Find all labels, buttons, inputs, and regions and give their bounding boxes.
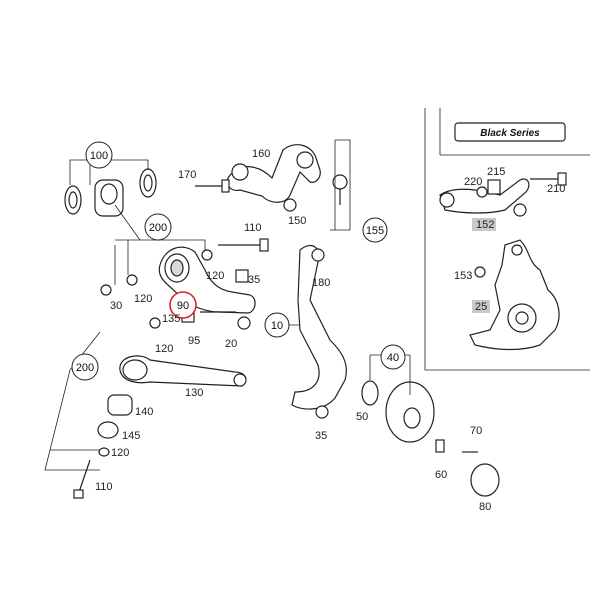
wheel-hub-center bbox=[403, 407, 421, 429]
washer-left-hole bbox=[68, 191, 78, 209]
inset-steering-knuckle bbox=[469, 239, 560, 351]
callout-200a-text: 200 bbox=[149, 222, 167, 234]
inset-knuckle-joint bbox=[511, 244, 523, 256]
callout-155-text: 155 bbox=[366, 225, 384, 237]
label-152: 152 bbox=[476, 219, 494, 231]
washer-120-a bbox=[201, 249, 213, 261]
nut-135 bbox=[149, 317, 161, 329]
label-170: 170 bbox=[178, 169, 196, 181]
series-label: Black Series bbox=[480, 128, 540, 139]
seal-50 bbox=[361, 380, 379, 406]
nut-35 bbox=[235, 269, 249, 283]
bushing-140 bbox=[107, 394, 133, 416]
label-25: 25 bbox=[475, 301, 487, 313]
callout-100 bbox=[85, 141, 113, 169]
callout-10 bbox=[264, 312, 290, 338]
label-60: 60 bbox=[435, 469, 447, 481]
callout-40 bbox=[380, 344, 406, 370]
strut-ball-end bbox=[233, 373, 247, 387]
ball-joint-20 bbox=[237, 316, 251, 330]
label-110b: 110 bbox=[95, 481, 113, 493]
label-135: 135 bbox=[162, 313, 180, 325]
washer-right-hole bbox=[143, 174, 153, 192]
label-153: 153 bbox=[454, 270, 472, 282]
part-labels: 160 170 150 110 120 35 30 120 180 135 95… bbox=[95, 148, 565, 513]
label-95: 95 bbox=[188, 335, 200, 347]
callout-40-text: 40 bbox=[387, 352, 399, 364]
knuckle-top-joint bbox=[311, 248, 325, 262]
label-120d: 120 bbox=[111, 447, 129, 459]
wishbone-bushing-core bbox=[170, 259, 184, 277]
bolt-110-b-head bbox=[73, 489, 84, 499]
part-30 bbox=[100, 284, 112, 296]
upper-arm-bushing-a bbox=[231, 163, 249, 181]
label-140: 140 bbox=[135, 406, 153, 418]
upper-arm-ball-joint bbox=[283, 198, 297, 212]
inset-nut-153 bbox=[474, 266, 486, 278]
inset-bushing bbox=[439, 192, 455, 208]
callout-90-highlighted bbox=[169, 291, 197, 319]
label-215: 215 bbox=[487, 166, 505, 178]
inset-washer-220 bbox=[476, 186, 488, 198]
label-30: 30 bbox=[110, 300, 122, 312]
callouts: 100 200 155 90 10 200 40 bbox=[71, 141, 406, 381]
label-110a: 110 bbox=[244, 222, 262, 234]
callout-90-text: 90 bbox=[177, 300, 189, 312]
washer-120-d bbox=[98, 447, 110, 457]
bushing-100-core bbox=[100, 183, 118, 205]
callout-200a bbox=[144, 213, 172, 241]
inset-hub-center bbox=[515, 311, 529, 325]
main-parts bbox=[44, 139, 500, 499]
label-220: 220 bbox=[464, 176, 482, 188]
callout-200b-text: 200 bbox=[76, 362, 94, 374]
label-50: 50 bbox=[356, 411, 368, 423]
upper-arm-bushing-b bbox=[296, 151, 314, 169]
label-145: 145 bbox=[122, 430, 140, 442]
label-20: 20 bbox=[225, 338, 237, 350]
label-120a: 120 bbox=[206, 270, 224, 282]
label-180: 180 bbox=[312, 277, 330, 289]
inset-ball-joint bbox=[513, 203, 527, 217]
label-120c: 120 bbox=[155, 343, 173, 355]
callout-200b bbox=[71, 353, 99, 381]
label-160: 160 bbox=[252, 148, 270, 160]
callout-155 bbox=[362, 217, 388, 243]
washer-120-b bbox=[126, 274, 138, 286]
label-150: 150 bbox=[288, 215, 306, 227]
bolt-60 bbox=[435, 439, 445, 453]
bolt-170-head bbox=[221, 179, 230, 193]
inset-bolt-head bbox=[557, 172, 567, 186]
callout-100-text: 100 bbox=[90, 150, 108, 162]
nut-35-b bbox=[315, 405, 329, 419]
bolt-110-head bbox=[259, 238, 269, 252]
black-series-inset: Black Series bbox=[424, 108, 590, 371]
washer-145 bbox=[97, 421, 119, 439]
label-70: 70 bbox=[470, 425, 482, 437]
hub-cap-80 bbox=[470, 463, 500, 497]
strut-bushing bbox=[122, 359, 148, 381]
label-box-25 bbox=[472, 300, 490, 313]
label-80: 80 bbox=[479, 501, 491, 513]
label-35b: 35 bbox=[315, 430, 327, 442]
inset-nut-215 bbox=[487, 179, 501, 195]
label-box-152 bbox=[472, 218, 496, 231]
label-120b: 120 bbox=[134, 293, 152, 305]
steering-knuckle bbox=[291, 245, 347, 410]
label-210: 210 bbox=[547, 183, 565, 195]
bolt-110-b bbox=[77, 459, 91, 496]
callout-10-text: 10 bbox=[271, 320, 283, 332]
label-35a: 35 bbox=[248, 274, 260, 286]
label-130: 130 bbox=[185, 387, 203, 399]
series-label-box bbox=[454, 122, 566, 142]
